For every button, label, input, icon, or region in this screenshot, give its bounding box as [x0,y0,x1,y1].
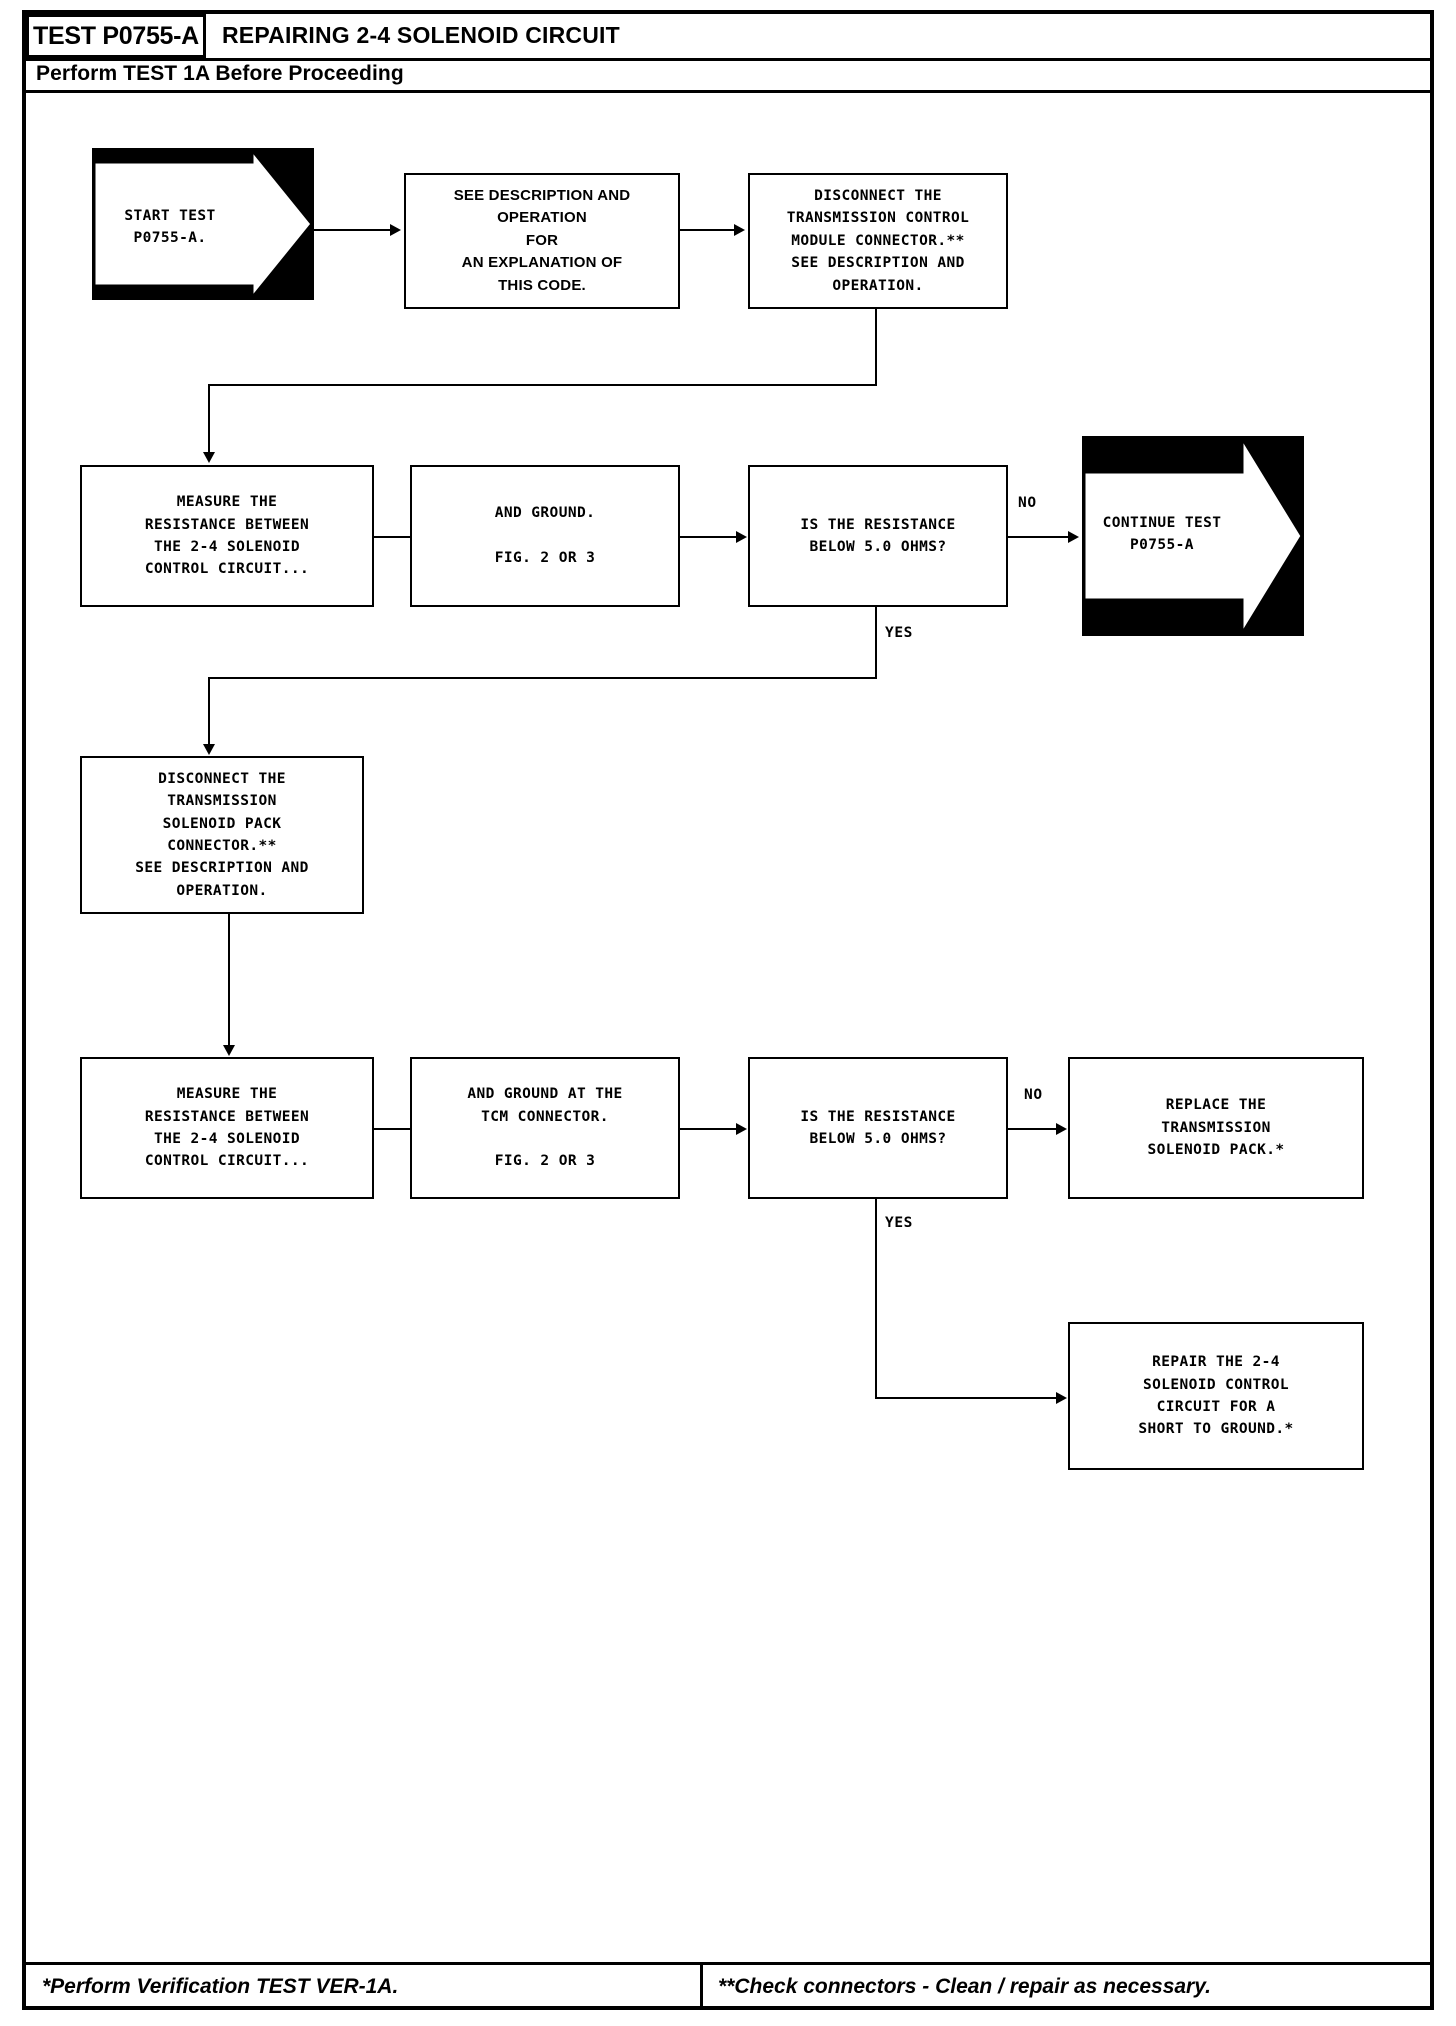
arrowhead-icon [203,452,215,463]
header-test-code-label: TEST P0755-A [33,21,199,50]
footer-divider [26,1962,1430,1965]
connector-decision1-yes-down [875,607,877,679]
node-start-test-label: START TEST P0755-A. [124,208,216,247]
node-disconnect-solenoid-pack: DISCONNECT THE TRANSMISSION SOLENOID PAC… [80,756,364,914]
node-repair-short-to-ground-label: REPAIR THE 2-4 SOLENOID CONTROL CIRCUIT … [1138,1354,1294,1438]
node-decision-resistance-1: IS THE RESISTANCE BELOW 5.0 OHMS? [748,465,1008,607]
connector-decision2-yes-down [875,1199,877,1399]
node-replace-solenoid-pack: REPLACE THE TRANSMISSION SOLENOID PACK.* [1068,1057,1364,1199]
connector-ground1-to-decision1 [680,536,740,538]
connector-decision2-no [1008,1128,1060,1130]
header-divider-2 [26,90,1430,93]
connector-start-to-desc [310,229,392,231]
node-disconnect-tcm-connector: DISCONNECT THE TRANSMISSION CONTROL MODU… [748,173,1008,309]
node-see-description-operation: SEE DESCRIPTION AND OPERATION FOR AN EXP… [404,173,680,309]
arrowhead-icon [1068,531,1079,543]
connector-decision1-yes-left [208,677,877,679]
node-continue-test-label: CONTINUE TEST P0755-A [1102,515,1222,554]
arrowhead-icon [223,1045,235,1056]
node-disconnect-tcm-connector-label: DISCONNECT THE TRANSMISSION CONTROL MODU… [786,187,970,294]
arrowhead-icon [736,531,747,543]
page-title: REPAIRING 2-4 SOLENOID CIRCUIT [222,22,620,48]
footer-note-verification: *Perform Verification TEST VER-1A. [42,1975,399,1998]
header-test-code-box: TEST P0755-A [26,14,206,58]
node-decision-resistance-2-label: IS THE RESISTANCE BELOW 5.0 OHMS? [800,1108,956,1147]
connector-pack-to-measure2 [228,914,230,1050]
arrowhead-icon [1056,1123,1067,1135]
node-measure-resistance-1-label: MEASURE THE RESISTANCE BETWEEN THE 2-4 S… [144,494,310,578]
edge-label-yes-1: YES [885,625,913,641]
arrowhead-icon [203,744,215,755]
node-replace-solenoid-pack-label: REPLACE THE TRANSMISSION SOLENOID PACK.* [1147,1097,1285,1159]
node-repair-short-to-ground: REPAIR THE 2-4 SOLENOID CONTROL CIRCUIT … [1068,1322,1364,1470]
continue-test-pentagon-shape [1082,436,1304,636]
node-decision-resistance-2: IS THE RESISTANCE BELOW 5.0 OHMS? [748,1057,1008,1199]
connector-tcm-down [875,309,877,385]
connector-desc-to-disconnect [680,229,738,231]
footer-column-divider [700,1965,703,2010]
node-and-ground-2: AND GROUND AT THE TCM CONNECTOR. FIG. 2 … [410,1057,680,1199]
footer-note-connectors: **Check connectors - Clean / repair as n… [718,1975,1211,1998]
start-pentagon-shape [92,148,314,300]
node-and-ground-1-label: AND GROUND. FIG. 2 OR 3 [494,505,596,567]
arrowhead-icon [1056,1392,1067,1404]
connector-tcm-left [208,384,877,386]
arrowhead-icon [390,224,401,236]
edge-label-no-1: NO [1018,495,1037,511]
header-divider-1 [26,58,1430,61]
connector-measure1-to-ground1 [374,536,426,538]
connector-ground2-to-decision2 [680,1128,740,1130]
node-and-ground-2-label: AND GROUND AT THE TCM CONNECTOR. FIG. 2 … [467,1086,623,1170]
connector-decision2-yes-right [875,1397,1060,1399]
node-decision-resistance-1-label: IS THE RESISTANCE BELOW 5.0 OHMS? [800,516,956,555]
node-measure-resistance-1: MEASURE THE RESISTANCE BETWEEN THE 2-4 S… [80,465,374,607]
connector-decision1-no [1008,536,1072,538]
connector-tcm-to-measure1 [208,384,210,457]
page-border [22,10,1434,2010]
connector-decision1-yes-to-pack [208,677,210,749]
header-subtitle: Perform TEST 1A Before Proceeding [36,62,404,85]
edge-label-no-2: NO [1024,1087,1043,1103]
connector-measure2-to-ground2 [374,1128,426,1130]
node-and-ground-1: AND GROUND. FIG. 2 OR 3 [410,465,680,607]
node-measure-resistance-2: MEASURE THE RESISTANCE BETWEEN THE 2-4 S… [80,1057,374,1199]
arrowhead-icon [734,224,745,236]
arrowhead-icon [736,1123,747,1135]
edge-label-yes-2: YES [885,1215,913,1231]
node-disconnect-solenoid-pack-label: DISCONNECT THE TRANSMISSION SOLENOID PAC… [135,770,309,899]
node-see-description-operation-label: SEE DESCRIPTION AND OPERATION FOR AN EXP… [453,186,631,294]
node-measure-resistance-2-label: MEASURE THE RESISTANCE BETWEEN THE 2-4 S… [144,1086,310,1170]
